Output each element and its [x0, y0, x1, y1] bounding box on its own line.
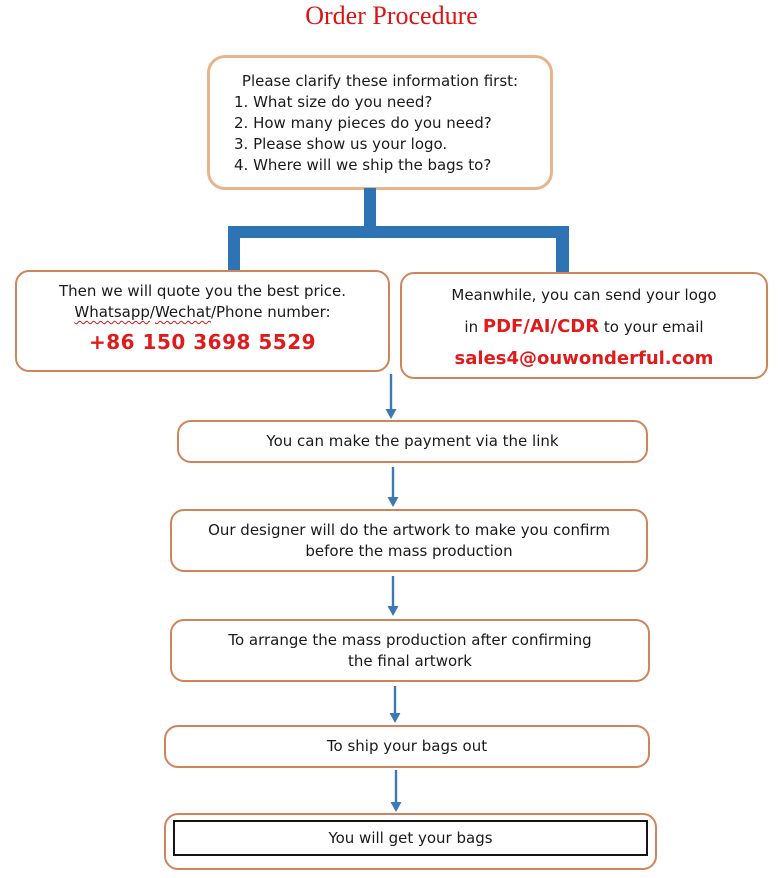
connector-horizontal-bar [228, 226, 569, 238]
ship-box: To ship your bags out [164, 725, 650, 768]
clarify-item-1: 1. What size do you need? [234, 93, 433, 111]
arrow-down-icon [389, 686, 401, 723]
contact-whatsapp: Whatsapp [74, 303, 150, 321]
clarify-info-box: Please clarify these information first: … [207, 55, 553, 190]
connector-left-drop [228, 226, 240, 272]
quote-line: Then we will quote you the best price. [58, 282, 347, 300]
clarify-item-3: 3. Please show us your logo. [234, 135, 448, 153]
clarify-item-2: 2. How many pieces do you need? [234, 114, 492, 132]
send-logo-box: Meanwhile, you can send your logo in PDF… [400, 272, 768, 379]
final-inner-frame: You will get your bags [173, 820, 648, 856]
logo-line-1: Meanwhile, you can send your logo [451, 286, 717, 304]
production-line-1: To arrange the mass production after con… [228, 630, 592, 649]
payment-text: You can make the payment via the link [266, 432, 559, 450]
design-confirm-box: Our designer will do the artwork to make… [170, 509, 648, 572]
design-line-2: before the mass production [305, 541, 513, 560]
contact-slash: / [149, 303, 155, 321]
arrow-down-icon [390, 770, 402, 812]
contact-line: Whatsapp/Wechat/Phone number: [17, 302, 388, 323]
production-line-2: the final artwork [347, 651, 472, 670]
arrow-down-icon [385, 374, 397, 419]
clarify-heading: Please clarify these information first: [241, 72, 519, 90]
quote-box: Then we will quote you the best price. W… [15, 270, 390, 372]
connector-right-drop [556, 226, 569, 273]
final-text: You will get your bags [328, 828, 493, 847]
contact-wechat: Wechat [154, 303, 211, 321]
arrow-down-icon [387, 576, 399, 616]
contact-rest: /Phone number: [210, 303, 331, 321]
logo-line-2: in PDF/AI/CDR to your email [402, 316, 766, 338]
file-formats: PDF/AI/CDR [482, 316, 600, 337]
final-box: You will get your bags [164, 813, 657, 870]
logo-line-2-prefix: in [464, 318, 483, 336]
payment-box: You can make the payment via the link [177, 420, 648, 463]
mass-production-box: To arrange the mass production after con… [170, 619, 650, 682]
arrow-down-icon [387, 467, 399, 507]
clarify-item-4: 4. Where will we ship the bags to? [234, 156, 492, 174]
email-address: sales4@ouwonderful.com [454, 348, 714, 369]
logo-line-2-suffix: to your email [599, 318, 704, 336]
phone-number: +86 150 3698 5529 [88, 330, 317, 354]
page-title: Order Procedure [305, 1, 478, 30]
connector-stem [364, 188, 376, 238]
ship-text: To ship your bags out [326, 737, 488, 755]
design-line-1: Our designer will do the artwork to make… [208, 520, 610, 539]
